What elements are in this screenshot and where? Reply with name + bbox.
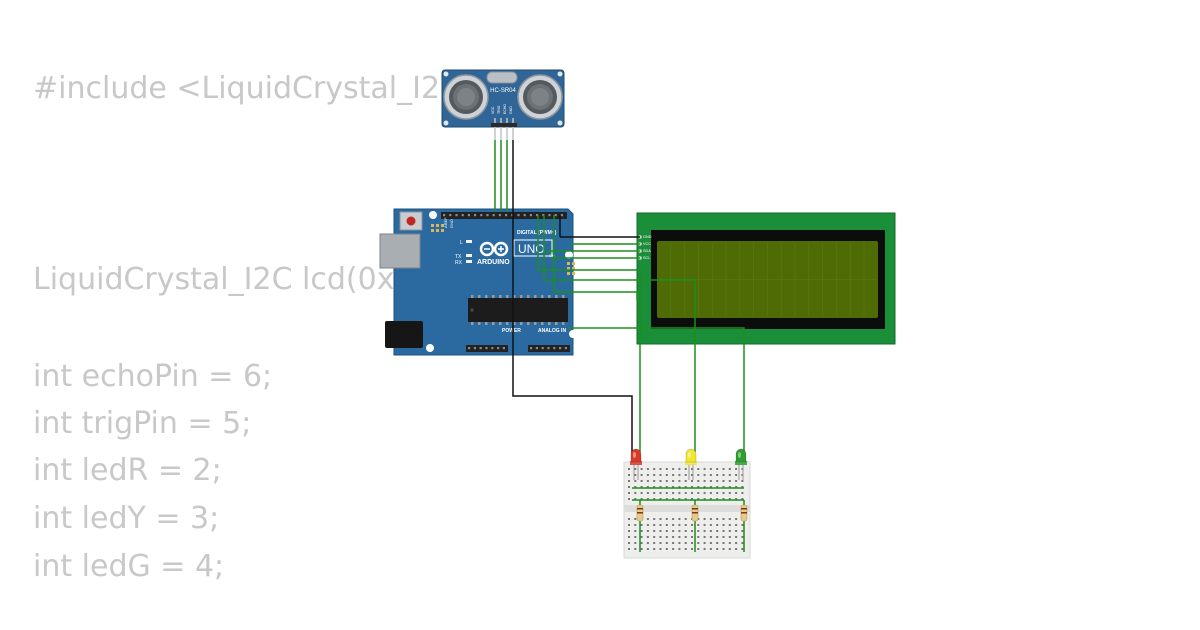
power-jack — [385, 321, 423, 348]
lcd-display[interactable]: GND VCC SDA SCL — [636, 212, 896, 345]
code-line-ledy: int ledY = 3; — [33, 501, 220, 536]
led-red — [630, 448, 642, 480]
arduino-logo: ARDUINO — [477, 241, 510, 266]
wire-led-yellow — [543, 250, 696, 452]
lcd-pin-vcc-label: VCC — [643, 242, 651, 246]
code-line-ledr: int ledR = 2; — [33, 453, 222, 488]
code-line-include: #include <LiquidCrystal_I2C — [33, 71, 462, 106]
resistors — [636, 504, 748, 522]
led-l-label: L — [460, 240, 463, 246]
arduino-model-label: UNO — [518, 242, 545, 256]
sensor-pin-echo-label: ECHO — [503, 104, 507, 114]
power-label: POWER — [502, 328, 521, 334]
wire-led-red — [537, 250, 641, 452]
code-line-ledg: int ledG = 4; — [33, 549, 225, 584]
tx-label: TX — [455, 254, 462, 260]
rx-label: RX — [455, 260, 463, 266]
ultrasonic-sensor[interactable]: HC-SR04 VCC TRIG ECHO GND — [441, 69, 565, 140]
led-green — [735, 448, 747, 480]
gnd-top-label: GND — [449, 219, 454, 228]
code-line-echopin: int echoPin = 6; — [33, 359, 273, 394]
wires — [494, 140, 745, 552]
lcd-pin-sda-label: SDA — [643, 249, 651, 253]
wire-lcd-sda — [547, 250, 640, 254]
on-label: ON — [549, 253, 555, 258]
digital-pwm-label: DIGITAL (PWM~) — [517, 230, 557, 236]
arduino-brand-label: ARDUINO — [477, 259, 510, 266]
icsp-header — [567, 262, 575, 275]
sensor-pin-trig-label: TRIG — [497, 105, 501, 114]
sensor-pin-vcc-label: VCC — [491, 106, 495, 114]
aref-label: AREF — [443, 217, 448, 228]
sensor-pins — [494, 118, 514, 140]
wire-aux — [553, 250, 638, 300]
lcd-pin-gnd-label: GND — [643, 235, 652, 239]
code-line-trigpin: int trigPin = 5; — [33, 406, 252, 441]
wire-led-green — [568, 327, 745, 452]
led-yellow — [685, 448, 697, 480]
sensor-transducer-right — [517, 74, 563, 120]
usb-port — [379, 233, 421, 269]
wire-gnd-sensor — [512, 140, 633, 462]
reset-button-cap — [406, 216, 416, 226]
leds — [630, 448, 747, 480]
digital-header[interactable] — [441, 212, 567, 219]
code-line-lcd: LiquidCrystal_I2C lcd(0x2 — [33, 262, 414, 297]
atmega-chip — [468, 295, 568, 325]
sensor-pin-gnd-label: GND — [509, 106, 513, 114]
sensor-transducer-left — [443, 74, 489, 120]
icsp-header-small — [431, 224, 444, 232]
analog-in-label: ANALOG IN — [538, 328, 566, 334]
sensor-model-label: HC-SR04 — [490, 88, 516, 94]
lcd-pin-scl-label: SCL — [643, 256, 650, 260]
arduino-uno-board[interactable]: DIGITAL (PWM~) AREF GND L TX RX ARDUINO … — [379, 208, 577, 356]
